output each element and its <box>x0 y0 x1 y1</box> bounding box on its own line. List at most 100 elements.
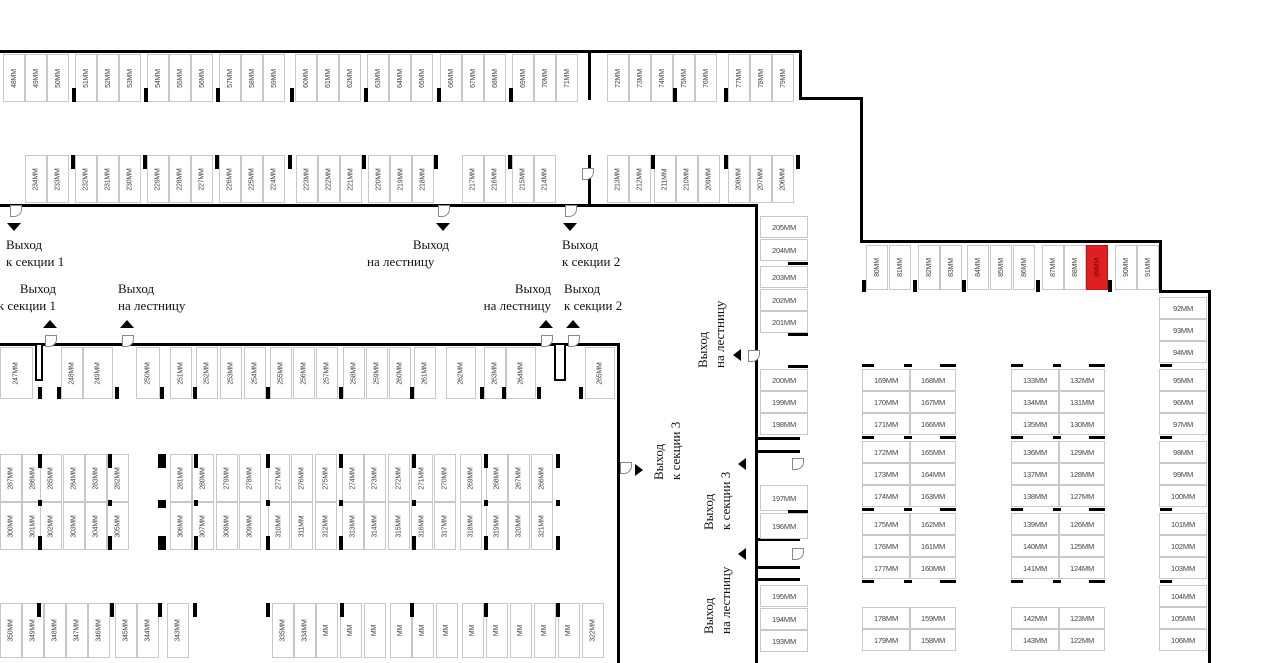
storage-unit[interactable]: 228MM <box>169 155 191 203</box>
storage-unit[interactable]: 142MM <box>1011 607 1059 629</box>
storage-unit[interactable]: 269MM <box>460 454 482 502</box>
storage-unit[interactable]: 259MM <box>366 347 388 399</box>
storage-unit[interactable]: 177MM <box>862 557 910 579</box>
storage-unit[interactable]: MM <box>364 603 386 658</box>
storage-unit[interactable]: MM <box>486 603 508 658</box>
storage-unit[interactable]: 135MM <box>1011 413 1059 435</box>
storage-unit[interactable]: MM <box>436 603 458 658</box>
storage-unit[interactable]: 206MM <box>772 155 794 203</box>
storage-unit[interactable]: 223MM <box>296 155 318 203</box>
storage-unit[interactable]: 202MM <box>760 289 808 311</box>
storage-unit[interactable]: 203MM <box>760 266 808 288</box>
storage-unit[interactable]: MM <box>510 603 532 658</box>
storage-unit[interactable]: 143MM <box>1011 629 1059 651</box>
storage-unit[interactable]: 224MM <box>263 155 285 203</box>
storage-unit[interactable]: 164MM <box>910 463 956 485</box>
storage-unit[interactable]: 171MM <box>862 413 910 435</box>
storage-unit[interactable]: 102MM <box>1159 535 1207 557</box>
storage-unit[interactable]: 225MM <box>241 155 263 203</box>
storage-unit[interactable]: 75MM <box>673 54 695 102</box>
storage-unit[interactable]: 208MM <box>728 155 750 203</box>
storage-unit[interactable]: 275MM <box>315 454 337 502</box>
storage-unit[interactable]: 100MM <box>1159 485 1207 507</box>
storage-unit[interactable]: 52MM <box>97 54 119 102</box>
storage-unit[interactable]: 200MM <box>760 369 808 391</box>
storage-unit[interactable]: 176MM <box>862 535 910 557</box>
door[interactable] <box>541 335 553 347</box>
storage-unit[interactable]: 250MM <box>136 347 160 399</box>
storage-unit[interactable]: 252MM <box>196 347 218 399</box>
storage-unit[interactable]: 91MM <box>1137 245 1159 290</box>
storage-unit[interactable]: 345MM <box>115 603 137 658</box>
storage-unit[interactable]: MM <box>462 603 484 658</box>
storage-unit[interactable]: 50MM <box>47 54 69 102</box>
storage-unit[interactable]: 302MM <box>40 502 62 550</box>
storage-unit[interactable]: 316MM <box>411 502 433 550</box>
storage-unit[interactable]: 305MM <box>107 502 129 550</box>
storage-unit[interactable]: 258MM <box>343 347 365 399</box>
storage-unit[interactable]: 315MM <box>388 502 410 550</box>
storage-unit[interactable]: 281MM <box>170 454 192 502</box>
storage-unit[interactable]: 317MM <box>434 502 456 550</box>
storage-unit[interactable]: 65MM <box>411 54 433 102</box>
storage-unit[interactable]: 83MM <box>940 245 962 290</box>
storage-unit[interactable]: 344MM <box>137 603 159 658</box>
storage-unit[interactable]: 234MM <box>25 155 47 203</box>
storage-unit[interactable]: 282MM <box>107 454 129 502</box>
storage-unit[interactable]: 195MM <box>760 585 808 607</box>
storage-unit[interactable]: 279MM <box>216 454 238 502</box>
storage-unit[interactable]: 193MM <box>760 630 808 652</box>
storage-unit[interactable]: 213MM <box>607 155 629 203</box>
storage-unit[interactable]: 105MM <box>1159 607 1207 629</box>
storage-unit[interactable]: 262MM <box>446 347 476 399</box>
storage-unit[interactable]: 167MM <box>910 391 956 413</box>
storage-unit[interactable]: 303MM <box>63 502 85 550</box>
storage-unit[interactable]: 306MM <box>170 502 192 550</box>
storage-unit[interactable]: 320MM <box>508 502 530 550</box>
storage-unit[interactable]: 78MM <box>750 54 772 102</box>
storage-unit[interactable]: 92MM <box>1159 297 1207 319</box>
storage-unit[interactable]: 319MM <box>486 502 508 550</box>
door[interactable] <box>10 205 22 217</box>
storage-unit[interactable]: 74MM <box>651 54 673 102</box>
storage-unit[interactable]: 253MM <box>220 347 242 399</box>
storage-unit[interactable]: 346MM <box>88 603 110 658</box>
storage-unit[interactable]: 141MM <box>1011 557 1059 579</box>
storage-unit[interactable]: 175MM <box>862 513 910 535</box>
storage-unit[interactable]: 199MM <box>760 391 808 413</box>
storage-unit[interactable]: 81MM <box>889 245 911 290</box>
storage-unit[interactable]: MM <box>390 603 412 658</box>
storage-unit[interactable]: 103MM <box>1159 557 1207 579</box>
storage-unit[interactable]: 163MM <box>910 485 956 507</box>
storage-unit[interactable]: 254MM <box>244 347 266 399</box>
storage-unit[interactable]: 265MM <box>585 347 615 399</box>
storage-unit[interactable]: 63MM <box>367 54 389 102</box>
door[interactable] <box>45 335 57 347</box>
storage-unit[interactable]: 322MM <box>582 603 604 658</box>
storage-unit[interactable]: 308MM <box>216 502 238 550</box>
storage-unit[interactable]: 231MM <box>97 155 119 203</box>
storage-unit[interactable]: 278MM <box>239 454 261 502</box>
storage-unit[interactable]: 64MM <box>389 54 411 102</box>
storage-unit[interactable]: 136MM <box>1011 441 1059 463</box>
storage-unit[interactable]: 126MM <box>1059 513 1105 535</box>
storage-unit[interactable]: 61MM <box>317 54 339 102</box>
storage-unit[interactable]: 125MM <box>1059 535 1105 557</box>
door[interactable] <box>748 350 760 362</box>
storage-unit[interactable]: 233MM <box>47 155 69 203</box>
storage-unit[interactable]: 267MM <box>508 454 530 502</box>
storage-unit[interactable]: 137MM <box>1011 463 1059 485</box>
storage-unit[interactable]: 84MM <box>967 245 989 290</box>
storage-unit[interactable]: 174MM <box>862 485 910 507</box>
storage-unit[interactable]: 194MM <box>760 608 808 630</box>
storage-unit[interactable]: 127MM <box>1059 485 1105 507</box>
storage-unit[interactable]: 56MM <box>191 54 213 102</box>
storage-unit[interactable]: 220MM <box>368 155 390 203</box>
storage-unit[interactable]: 347MM <box>66 603 88 658</box>
storage-unit[interactable]: 160MM <box>910 557 956 579</box>
storage-unit[interactable]: 255MM <box>270 347 292 399</box>
storage-unit[interactable]: 57MM <box>219 54 241 102</box>
storage-unit[interactable]: 93MM <box>1159 319 1207 341</box>
storage-unit[interactable]: 129MM <box>1059 441 1105 463</box>
storage-unit[interactable]: 204MM <box>760 239 808 261</box>
